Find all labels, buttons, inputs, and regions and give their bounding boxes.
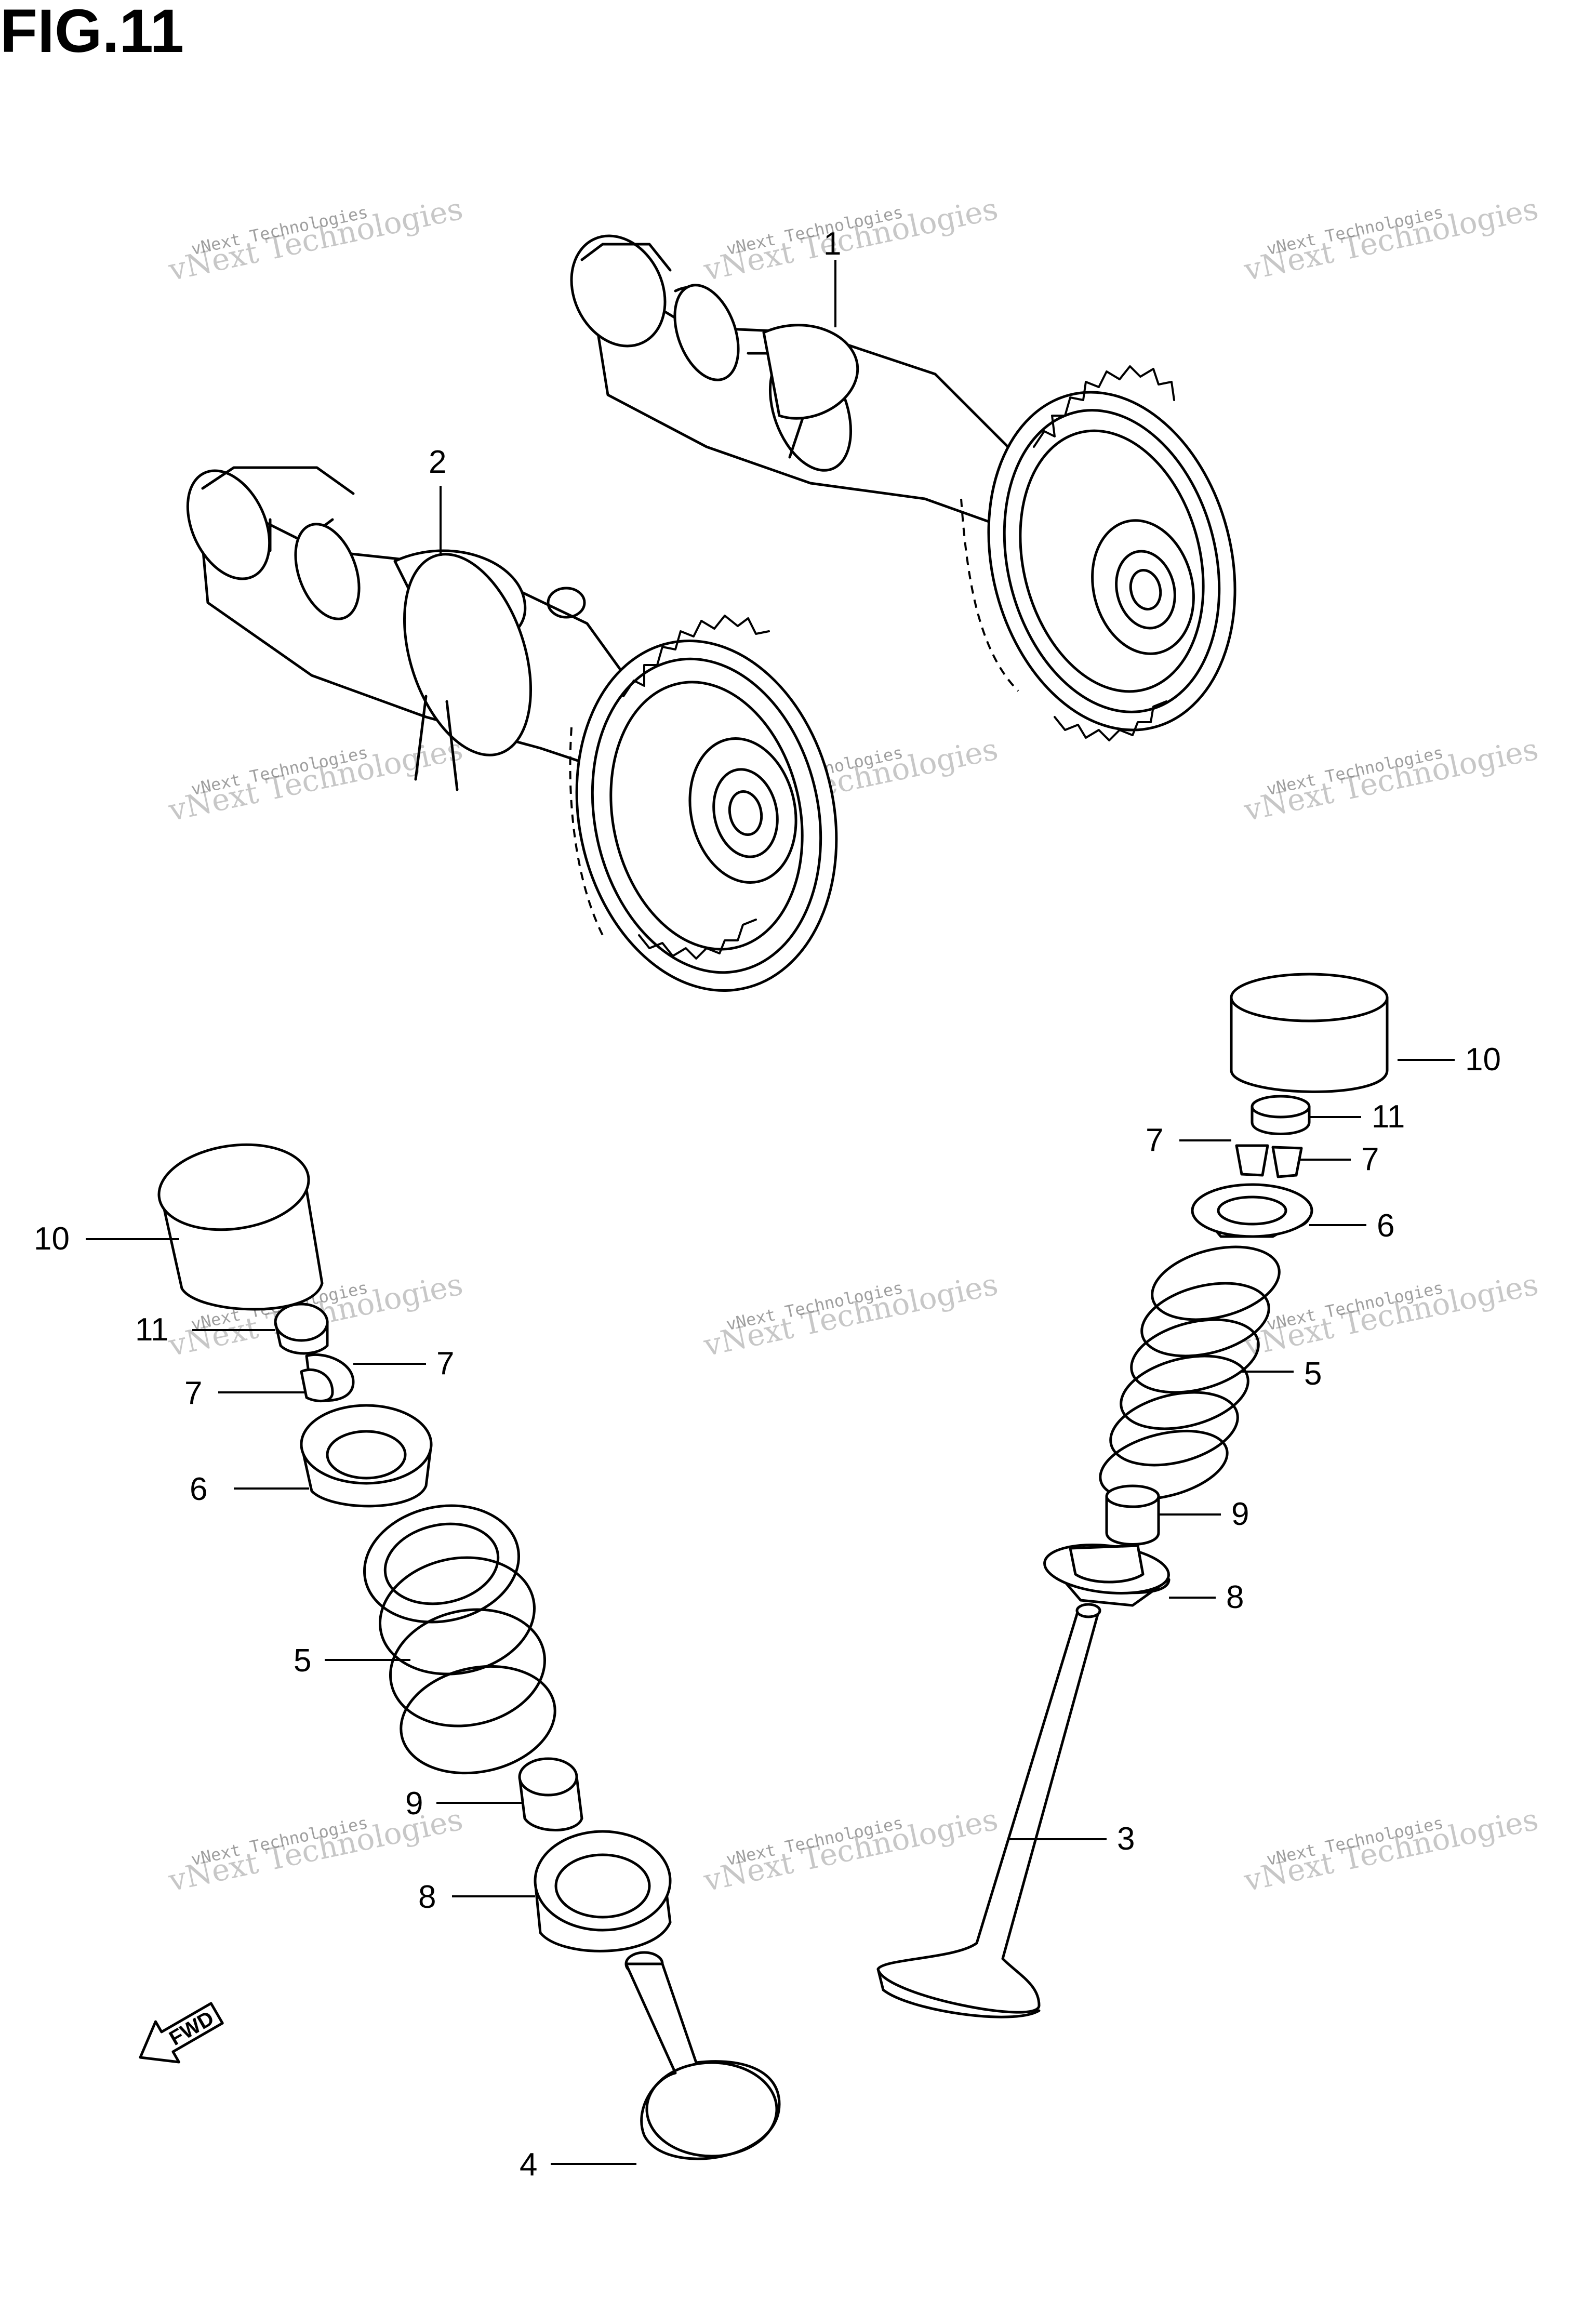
valve-assembly-left [157, 1143, 781, 2160]
callout-6-right: 6 [1377, 1208, 1394, 1244]
figure-title: FIG.11 [0, 0, 184, 65]
spring-right [1099, 1245, 1281, 1501]
forward-arrow-icon: FWD [139, 2002, 224, 2064]
callout-10-right: 10 [1465, 1042, 1501, 1078]
callout-5-right: 5 [1304, 1356, 1322, 1392]
tappet-left [157, 1143, 324, 1311]
cotters-left [300, 1353, 355, 1403]
callout-9-right: 9 [1231, 1496, 1249, 1532]
callout-4: 4 [520, 2147, 537, 2183]
watermark: vNext Technologies vNext Technologies [1241, 731, 1541, 828]
callout-11-right: 11 [1372, 1099, 1405, 1135]
watermark: vNext Technologies vNext Technologies [700, 1266, 1001, 1363]
shim-right [1251, 1095, 1311, 1135]
valve-left [624, 1951, 781, 2160]
valve-assembly-right [876, 973, 1389, 2018]
retainer-right [1191, 1183, 1313, 1238]
valve-right [876, 1603, 1101, 2018]
tappet-right [1230, 973, 1389, 1093]
callout-6-left: 6 [190, 1471, 207, 1507]
callout-2: 2 [429, 444, 446, 480]
callout-8-right: 8 [1226, 1579, 1244, 1615]
callout-7-right-a: 7 [1146, 1122, 1163, 1158]
spring-seat-left [534, 1830, 672, 1952]
leader-lines [86, 260, 1455, 2165]
stem-seal-left [518, 1757, 583, 1831]
spring-left [363, 1504, 556, 1775]
watermark: vNext Technologies vNext Technologies [700, 191, 1001, 288]
callout-9-left: 9 [405, 1786, 423, 1822]
callout-10-left: 10 [34, 1221, 70, 1257]
watermark: vNext Technologies vNext Technologies [1241, 1801, 1541, 1898]
spring-seat-right [1043, 1544, 1171, 1607]
callout-3: 3 [1117, 1821, 1135, 1857]
watermark: vNext Technologies vNext Technologies [165, 191, 466, 288]
stem-seal-right [1105, 1484, 1160, 1546]
callout-7-right-b: 7 [1361, 1141, 1379, 1177]
callout-labels: 1 2 10 11 7 7 6 5 9 8 3 10 11 7 7 6 5 9 … [34, 226, 1501, 2183]
callout-11-left: 11 [135, 1312, 168, 1348]
retainer-left [300, 1404, 433, 1508]
callout-7-left-b: 7 [184, 1375, 202, 1411]
callout-1: 1 [823, 226, 841, 262]
callout-5-left: 5 [294, 1643, 311, 1679]
callout-7-left-a: 7 [436, 1346, 454, 1381]
camshaft-lower [186, 466, 838, 992]
cotters-right [1235, 1144, 1303, 1178]
watermark: vNext Technologies vNext Technologies [700, 1801, 1001, 1898]
callout-8-left: 8 [418, 1879, 436, 1915]
watermark: vNext Technologies vNext Technologies [1241, 1266, 1541, 1363]
camshaft-upper [570, 234, 1236, 741]
shim-left [274, 1303, 329, 1355]
watermark: vNext Technologies vNext Technologies [1241, 191, 1541, 288]
